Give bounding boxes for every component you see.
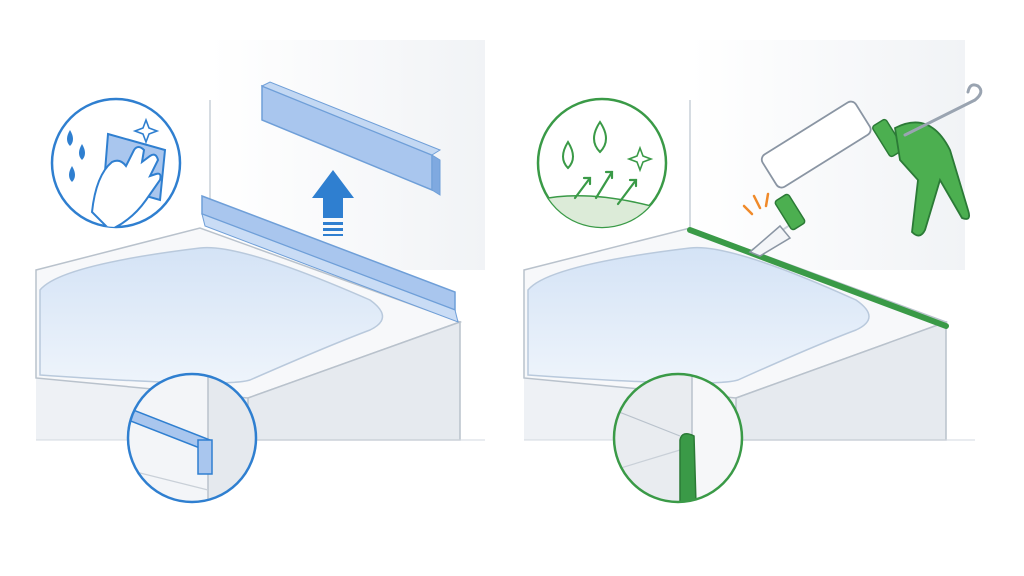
caulk-gun-icon bbox=[748, 83, 983, 257]
floating-trim-strip bbox=[260, 81, 442, 196]
hand-wiping-icon bbox=[90, 146, 162, 227]
caulk-bead bbox=[687, 227, 949, 329]
right-bathtub bbox=[523, 227, 975, 441]
installed-trim-strip bbox=[201, 194, 459, 323]
up-arrow-icon bbox=[312, 170, 354, 236]
water-drops-icon bbox=[67, 130, 85, 182]
left-panel bbox=[35, 40, 485, 504]
trim-detail-inset bbox=[126, 372, 258, 504]
spark-icon bbox=[742, 192, 770, 216]
growth-arrows-icon bbox=[573, 170, 638, 206]
moisture-protection-badge bbox=[536, 97, 668, 229]
sparkle-icon bbox=[132, 117, 160, 145]
right-panel bbox=[523, 40, 983, 504]
water-drops-icon bbox=[562, 120, 607, 170]
sparkle-icon bbox=[626, 145, 654, 173]
cleaning-step-badge bbox=[50, 97, 182, 229]
